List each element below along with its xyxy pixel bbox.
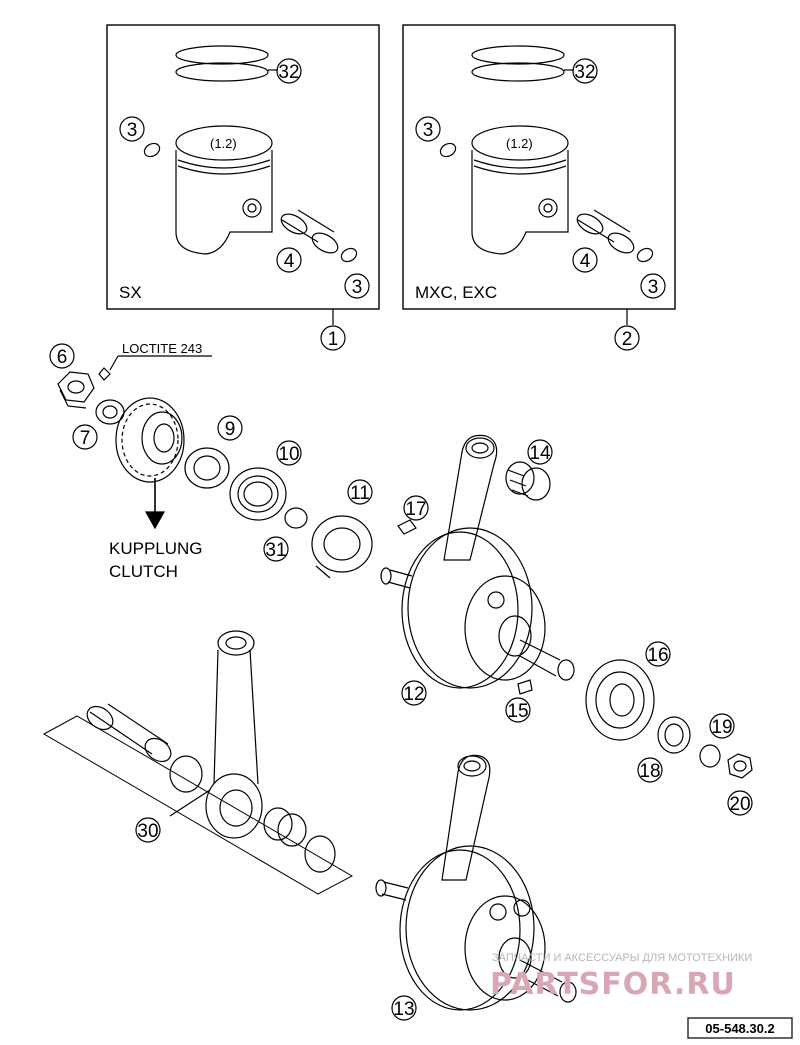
callout-circle-14 [527,439,553,465]
callout-32a: 32 [278,62,299,83]
needle-bearing-30 [263,807,307,847]
o-ring-31 [284,507,308,529]
callout-17: 17 [405,499,426,520]
callout-circle-4b [572,247,598,273]
callout-7: 7 [80,428,91,449]
callout-12: 12 [403,684,424,705]
callout-20: 20 [729,794,750,815]
watermark-brand: PARTSFOR.RU [490,967,736,1002]
piston-pin-right [576,209,635,254]
circlip-right-bottom [636,247,654,263]
callout-3c: 3 [423,120,434,141]
callout-30: 30 [137,821,158,842]
callout-18: 18 [639,761,660,782]
circlip-left-bottom [340,247,358,263]
callout-4b: 4 [580,251,591,272]
callout-circle-15 [505,697,531,723]
woodruff-key-17 [397,519,417,535]
piston-pin-left [280,209,339,254]
callout-31: 31 [265,540,286,561]
callout-11: 11 [350,483,370,504]
callout-3d: 3 [648,277,659,298]
primary-gear [115,397,185,483]
callout-15: 15 [507,701,528,722]
nut-20 [727,753,753,779]
piston-right: (1.2) [471,125,569,255]
piston-mark-right: (1.2) [506,136,533,151]
callout-circle-3d [640,273,666,299]
bearing-16 [585,659,655,741]
needle-bearing-14 [505,461,551,501]
reference-box [687,1017,793,1039]
callout-13: 13 [393,999,414,1020]
callout-circle-6 [49,343,75,369]
callout-circle-17 [403,495,429,521]
callout-circle-30 [135,817,161,843]
callout-10: 10 [278,444,299,465]
kit-30-outline [42,715,354,895]
crankshaft-12 [380,434,575,689]
callout-circle-3a [119,116,145,142]
callout-circle-4a [276,247,302,273]
callout-2: 2 [622,329,633,350]
callout-circle-10 [276,440,302,466]
callout-circle-31 [263,536,289,562]
callout-circle-11 [347,479,373,505]
clutch-arrow [144,511,166,530]
bearing-11 [311,515,373,579]
callout-6: 6 [57,347,68,368]
reference-number: 05-548.30.2 [705,1021,774,1036]
conrod-30 [205,630,263,839]
wrist-pin-30 [86,703,172,763]
nut-6 [57,371,95,409]
callout-circle-13 [391,995,417,1021]
callout-circle-7 [72,424,98,450]
callout-19: 19 [711,717,732,738]
callout-circle-2 [614,325,640,351]
callout-circle-1 [320,325,346,351]
circlip-left-top [143,142,161,158]
washer-19 [699,744,721,768]
callout-circle-32b [572,58,598,84]
callout-1: 1 [328,329,339,350]
inset-label-sx: SX [119,283,142,302]
inset-label-mxc-exc: MXC, EXC [415,283,497,302]
callout-circle-18 [637,757,663,783]
callout-circle-3c [415,116,441,142]
inset-box-sx [106,24,380,310]
callout-4a: 4 [284,251,295,272]
label-kupplung: KUPPLUNG [109,539,203,558]
woodruff-key-15 [517,679,533,695]
callout-circle-16 [645,641,671,667]
spacer-9 [184,447,230,489]
callout-3a: 3 [127,120,138,141]
piston-rings-left [175,45,269,82]
piston-mark-left: (1.2) [210,136,237,151]
piston-left: (1.2) [175,125,273,255]
callout-3b: 3 [352,277,363,298]
lock-key-17-small [98,367,111,381]
callout-14: 14 [529,443,551,464]
callout-circle-19 [709,713,735,739]
watermark-text: ЗАПЧАСТИ И АКСЕССУАРЫ ДЛЯ МОТОТЕХНИКИ [492,952,752,964]
thrust-washer-30a [169,755,203,793]
callout-circle-3b [344,273,370,299]
callout-circle-12 [401,680,427,706]
callout-circle-9 [217,415,243,441]
thrust-washer-30b [304,835,336,873]
spacer-18 [657,716,691,754]
callout-32b: 32 [574,62,595,83]
label-loctite: LOCTITE 243 [122,341,202,356]
callout-9: 9 [225,419,236,440]
callout-circle-20 [727,790,753,816]
piston-rings-right [471,45,565,82]
crankshaft-13 [375,754,577,1011]
seal-10 [229,467,287,521]
callout-16: 16 [647,645,668,666]
callout-circle-32a [276,58,302,84]
label-clutch: CLUTCH [109,562,178,581]
inset-box-mxc-exc [402,24,676,310]
circlip-right-top [439,142,457,158]
